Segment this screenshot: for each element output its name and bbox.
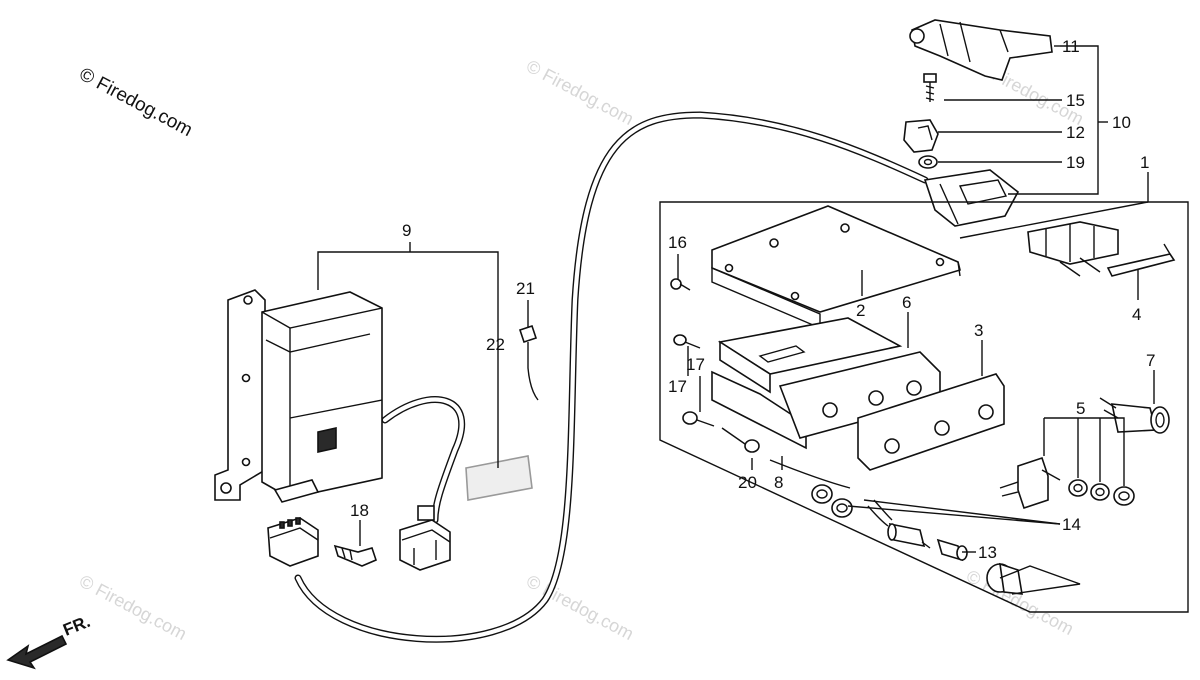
assembly-bracket-outline bbox=[659, 201, 1189, 613]
callout-21: 21 bbox=[516, 279, 535, 298]
callout-8: 8 bbox=[774, 473, 783, 492]
callout-12: 12 bbox=[1066, 123, 1085, 142]
callout-16: 16 bbox=[668, 233, 687, 252]
callout-22: 22 bbox=[486, 335, 505, 354]
plug-part-11 bbox=[909, 19, 1053, 81]
callout-10: 10 bbox=[1112, 113, 1131, 132]
callout-3: 3 bbox=[974, 321, 983, 340]
switch-assembly-part-4 bbox=[1027, 221, 1176, 277]
callout-18: 18 bbox=[350, 501, 369, 520]
clip-part-21 bbox=[518, 324, 539, 401]
screw-part-18 bbox=[333, 544, 377, 567]
nut-part-19 bbox=[918, 155, 938, 169]
leader-lines bbox=[317, 45, 1155, 595]
callout-13: 13 bbox=[978, 543, 997, 562]
screw-part-16 bbox=[670, 278, 691, 291]
watermark-faint-3: © Firedog.com bbox=[76, 571, 190, 644]
callout-11: 11 bbox=[1062, 37, 1080, 56]
control-unit-part-9 bbox=[214, 289, 383, 503]
callout-4: 4 bbox=[1132, 305, 1141, 324]
callout-7: 7 bbox=[1146, 351, 1155, 370]
callout-17a: 17 bbox=[686, 355, 705, 374]
watermark-main: © Firedog.com bbox=[76, 64, 196, 141]
connector-right bbox=[399, 505, 451, 571]
callout-15: 15 bbox=[1066, 91, 1085, 110]
grommets bbox=[811, 484, 853, 518]
clamp-part-12 bbox=[903, 119, 939, 153]
screw-part-17b bbox=[682, 411, 715, 427]
callout-9: 9 bbox=[402, 221, 411, 240]
callout-6: 6 bbox=[902, 293, 911, 312]
callout-1: 1 bbox=[1140, 153, 1149, 172]
callout-20: 20 bbox=[738, 473, 757, 492]
callout-2: 2 bbox=[856, 301, 865, 320]
connector-top bbox=[923, 169, 1020, 227]
callout-19: 19 bbox=[1066, 153, 1085, 172]
panel-part-3 bbox=[857, 373, 1005, 471]
label-part-22 bbox=[465, 455, 533, 501]
callout-17b: 17 bbox=[668, 377, 687, 396]
screw-part-15 bbox=[923, 73, 937, 102]
bulb-part-13 bbox=[936, 538, 968, 562]
toggle-switch-part-5 bbox=[999, 456, 1135, 510]
front-label: FR. bbox=[60, 612, 93, 640]
callout-5: 5 bbox=[1076, 399, 1085, 418]
cap-part-13b bbox=[986, 562, 1023, 595]
nut-part-20 bbox=[721, 427, 760, 453]
front-direction-arrow: FR. bbox=[6, 612, 93, 670]
callout-14: 14 bbox=[1062, 515, 1081, 534]
top-plate-part-2 bbox=[711, 205, 961, 330]
screw-part-17a bbox=[673, 334, 701, 349]
watermark-faint-1: © Firedog.com bbox=[523, 56, 637, 129]
main-cable bbox=[294, 111, 929, 643]
connector-left bbox=[267, 517, 319, 567]
knob-part-7 bbox=[1099, 397, 1170, 434]
callout-labels: 1 2 3 4 5 6 7 8 9 10 11 12 13 14 15 16 1… bbox=[350, 37, 1155, 562]
wire-part-8 bbox=[769, 459, 851, 489]
frame-part-6 bbox=[711, 317, 941, 450]
